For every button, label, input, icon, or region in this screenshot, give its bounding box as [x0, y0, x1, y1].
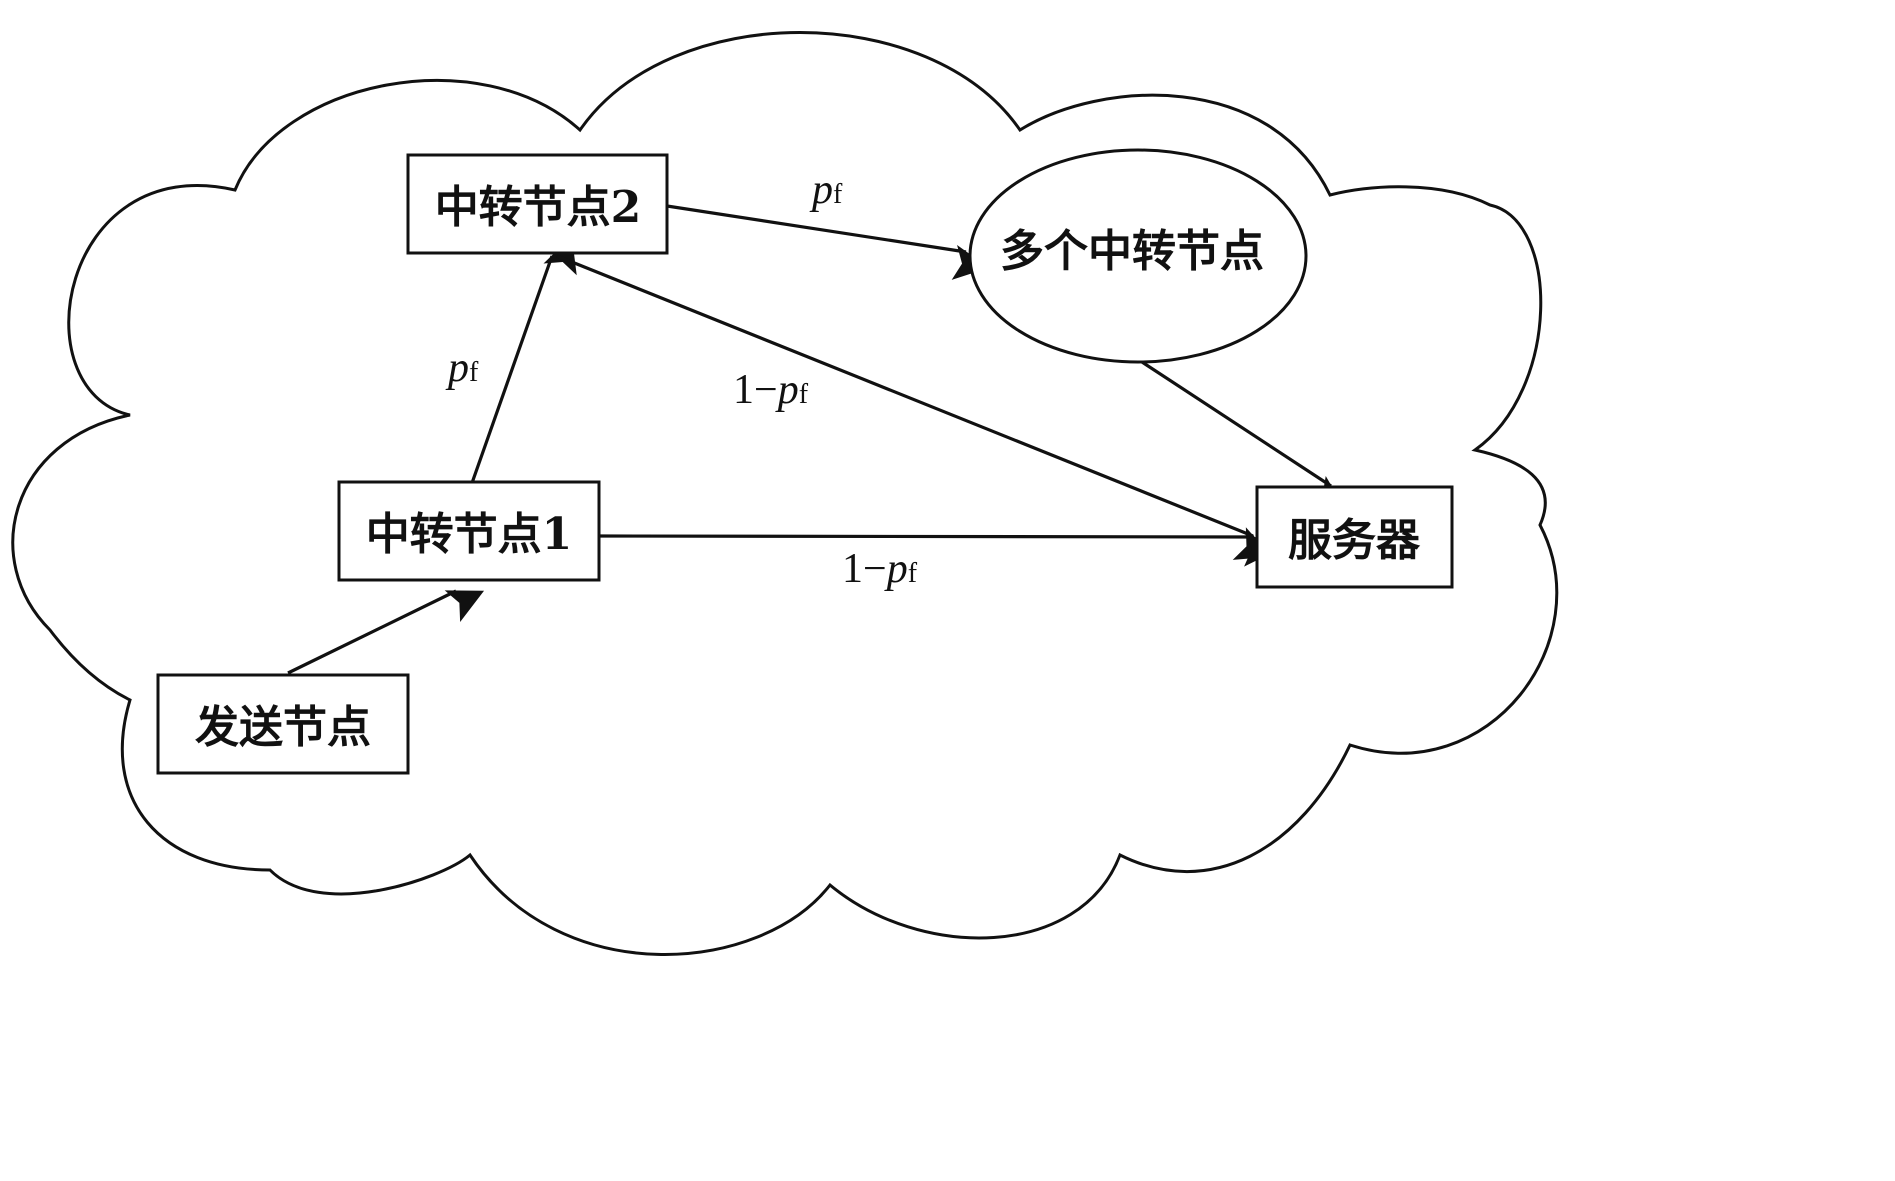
label-relay1-to-server: 1−pf: [842, 546, 918, 592]
label-relay1-to-server-prefix: 1−: [842, 546, 887, 592]
label-relay2-to-multi-relay-sub: f: [833, 179, 843, 210]
edge-relay1-to-relay2: [470, 236, 577, 484]
edge-relay2-to-server: [556, 254, 1272, 560]
node-relay2-label: 中转节点2: [435, 182, 642, 233]
edge-multi-relay-to-server: [1141, 360, 1346, 510]
label-relay1-to-server-var: p: [884, 546, 908, 592]
relay-network-diagram: 发送节点 中转节点1 中转节点2 多个中转节点 服务器 pf pf 1−pf 1…: [11, 31, 1559, 956]
node-server: 服务器: [1255, 485, 1454, 589]
node-relay1-label: 中转节点1: [366, 509, 573, 560]
node-relay1: 中转节点1: [337, 480, 601, 582]
node-multi-relay: 多个中转节点: [968, 148, 1308, 364]
node-sender-label: 发送节点: [195, 702, 371, 753]
node-server-label: 服务器: [1288, 515, 1421, 566]
label-relay1-to-server-sub: f: [908, 558, 918, 589]
edge-relay2-to-multi-relay: [666, 204, 990, 280]
label-relay1-to-relay2-var: p: [445, 345, 469, 391]
label-relay1-to-relay2-sub: f: [469, 357, 479, 388]
label-relay2-to-multi-relay-var: p: [809, 167, 833, 213]
label-relay2-to-server-prefix: 1−: [733, 367, 778, 413]
edge-sender-to-relay1: [287, 589, 485, 675]
label-relay2-to-server: 1−pf: [733, 367, 809, 413]
node-relay2: 中转节点2: [406, 153, 669, 255]
edge-relay1-to-server: [599, 531, 1280, 567]
label-relay2-to-multi-relay: pf: [809, 167, 843, 213]
node-sender: 发送节点: [156, 673, 410, 775]
label-relay1-to-relay2: pf: [445, 345, 479, 391]
label-relay2-to-server-var: p: [775, 367, 799, 413]
label-relay2-to-server-sub: f: [799, 379, 809, 410]
node-multi-relay-label: 多个中转节点: [1000, 226, 1264, 277]
